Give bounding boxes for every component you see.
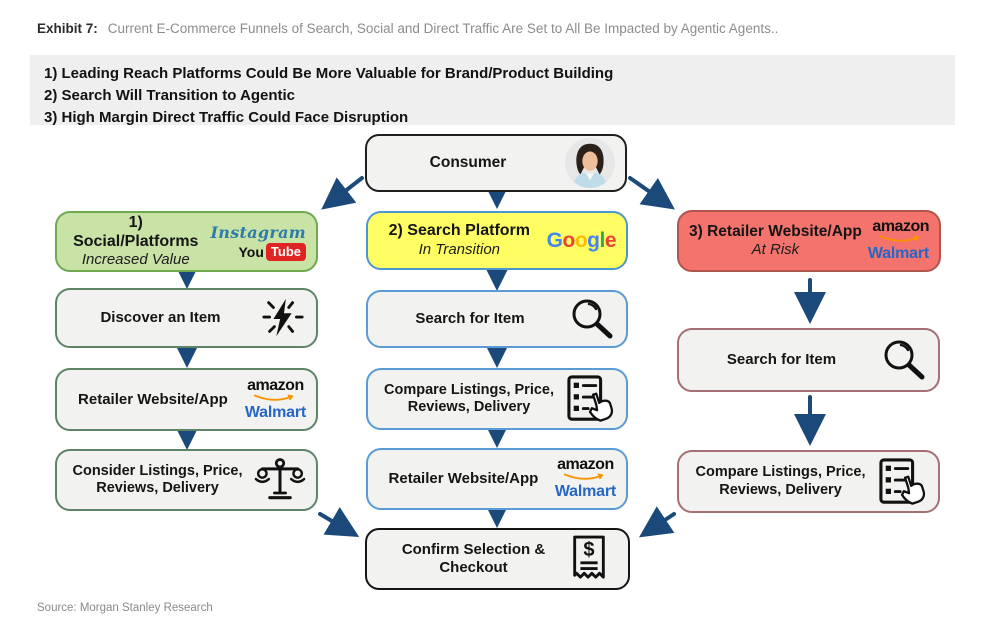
google-logo: Google [546,228,617,252]
key-point-2: 2) Search Will Transition to Agentic [44,86,296,104]
key-points-box: 1) Leading Reach Platforms Could Be More… [30,55,955,126]
exhibit-label: Exhibit 7: [37,21,98,36]
flow-node-compare-mid: Compare Listings, Price, Reviews, Delive… [366,368,628,430]
walmart-logo: Walmart [867,245,929,262]
node-title: 2) Search Platform [388,222,531,240]
amazon-logo: amazon [247,377,304,403]
node-label: Compare Listings, Price, Reviews, Delive… [383,381,555,415]
search-title-block: 2) Search Platform In Transition [378,222,541,258]
risk-logos: amazon Walmart [867,219,930,263]
instagram-logo: Instagram [210,222,306,242]
amazon-logo: amazon [872,219,929,244]
flow-node-compare-right: Compare Listings, Price, Reviews, Delive… [677,450,940,513]
key-point-3: 3) High Margin Direct Traffic Could Face… [44,108,409,126]
node-label: Consider Listings, Price, Reviews, Deliv… [72,462,243,496]
node-subtitle: Increased Value [81,250,190,268]
flow-node-retailer-at-risk: 3) Retailer Website/App At Risk amazon W… [677,210,941,272]
scale-icon [254,457,306,503]
source-note: Source: Morgan Stanley Research [37,602,213,614]
flow-node-social-platforms: 1) Social/Platforms Increased Value Inst… [55,211,318,272]
retailer-logos: amazon Walmart [555,457,616,501]
node-label: Compare Listings, Price, Reviews, Delive… [695,464,866,498]
key-point-1: 1) Leading Reach Platforms Could Be More… [44,65,614,82]
arrow-compare-right-to-confirm [639,506,676,538]
flow-node-discover-item: Discover an Item [55,288,318,348]
node-label: Search for Item [415,310,525,327]
flow-node-confirm-checkout: Confirm Selection & Checkout $ [365,528,630,590]
exhibit-header: Exhibit 7: Current E-Commerce Funnels of … [37,21,778,36]
walmart-logo: Walmart [244,403,306,421]
node-label: Discover an Item [100,309,221,326]
consumer-avatar-icon [565,138,615,188]
amazon-logo: amazon [557,457,614,482]
arrow-consumer-to-risk [628,176,675,210]
node-label: Retailer Website/App [78,390,228,408]
node-label: Search for Item [726,351,837,368]
node-label: Confirm Selection & Checkout [401,541,546,576]
flow-node-retailer-mid: Retailer Website/App amazon Walmart [366,448,628,510]
checklist-pointer-icon [566,375,616,423]
risk-title-block: 3) Retailer Website/App At Risk [689,223,862,259]
arrow-consider-to-confirm [318,507,360,538]
checklist-pointer-icon [878,457,928,506]
node-title: 3) Retailer Website/App [689,223,862,241]
node-label: Retailer Website/App [388,470,539,487]
arrow-consumer-to-social [321,176,364,210]
magnifier-icon [568,295,616,343]
social-title-block: 1) Social/Platforms Increased Value [67,214,205,269]
exhibit-title: Current E-Commerce Funnels of Search, So… [107,21,779,36]
flow-node-consider-listings: Consider Listings, Price, Reviews, Deliv… [55,449,318,511]
node-subtitle: At Risk [751,240,800,258]
node-subtitle: In Transition [418,240,501,258]
svg-text:$: $ [583,539,594,561]
flow-node-retailer-left: Retailer Website/App amazon Walmart [55,368,318,431]
flow-node-consumer: Consumer [365,134,627,192]
node-label: Consumer [429,153,507,171]
magnifier-icon [880,336,928,384]
flow-node-search-platform: 2) Search Platform In Transition Google [366,211,628,270]
flow-node-search-item-mid: Search for Item [366,290,628,348]
receipt-icon: $ [568,534,610,584]
walmart-logo: Walmart [554,483,616,500]
retailer-logos: amazon Walmart [244,377,306,422]
flow-node-search-item-right: Search for Item [677,328,940,392]
node-title: 1) Social/Platforms [73,214,199,250]
spark-icon [260,295,306,341]
